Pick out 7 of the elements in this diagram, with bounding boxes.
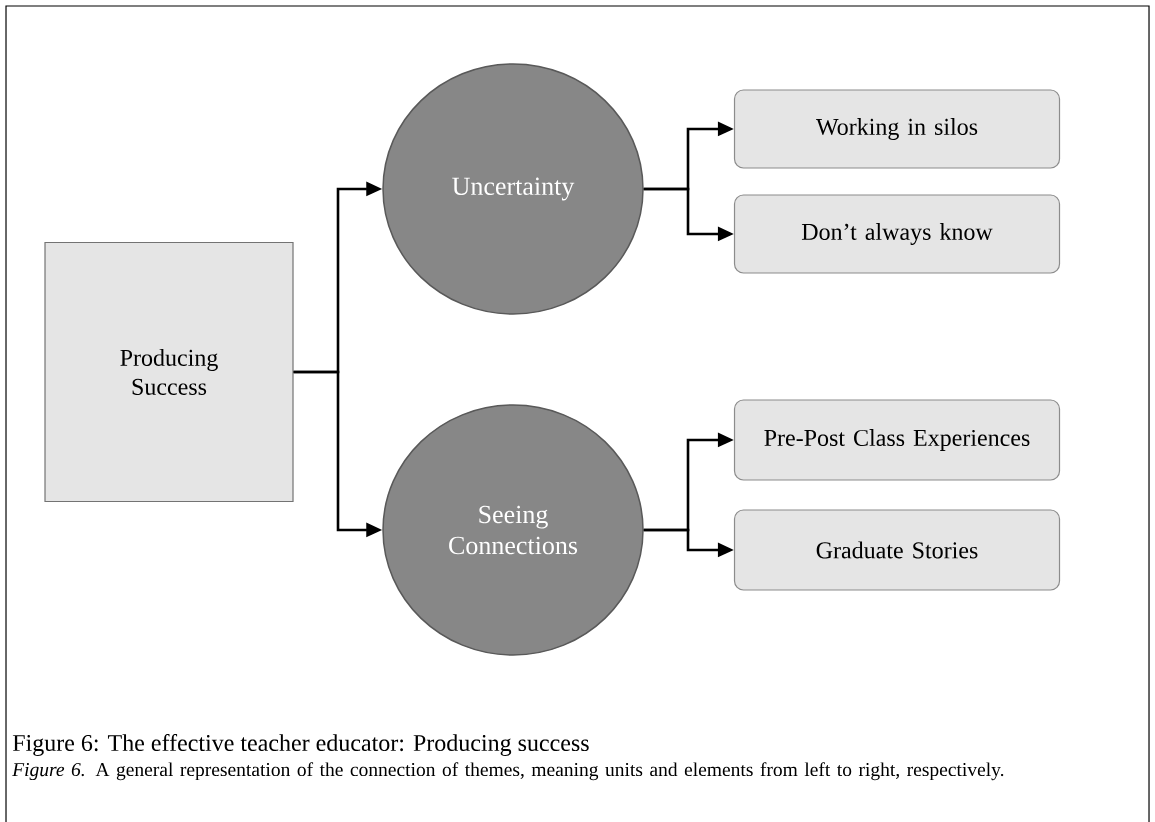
element-box: Don’t always know: [733, 194, 1061, 274]
figure-title: Figure 6: The effective teacher educator: Producing success: [12, 733, 589, 757]
element-box: Working in silos: [733, 89, 1061, 169]
element-box: Graduate Stories: [733, 509, 1061, 591]
theme-box: Producing Success: [44, 241, 294, 503]
element-box: Pre-Post Class Experiences: [733, 399, 1061, 481]
figure-caption: Figure 6. A general representation of the connection of themes, meaning units and elements from left to right, respectively.: [12, 762, 1004, 781]
